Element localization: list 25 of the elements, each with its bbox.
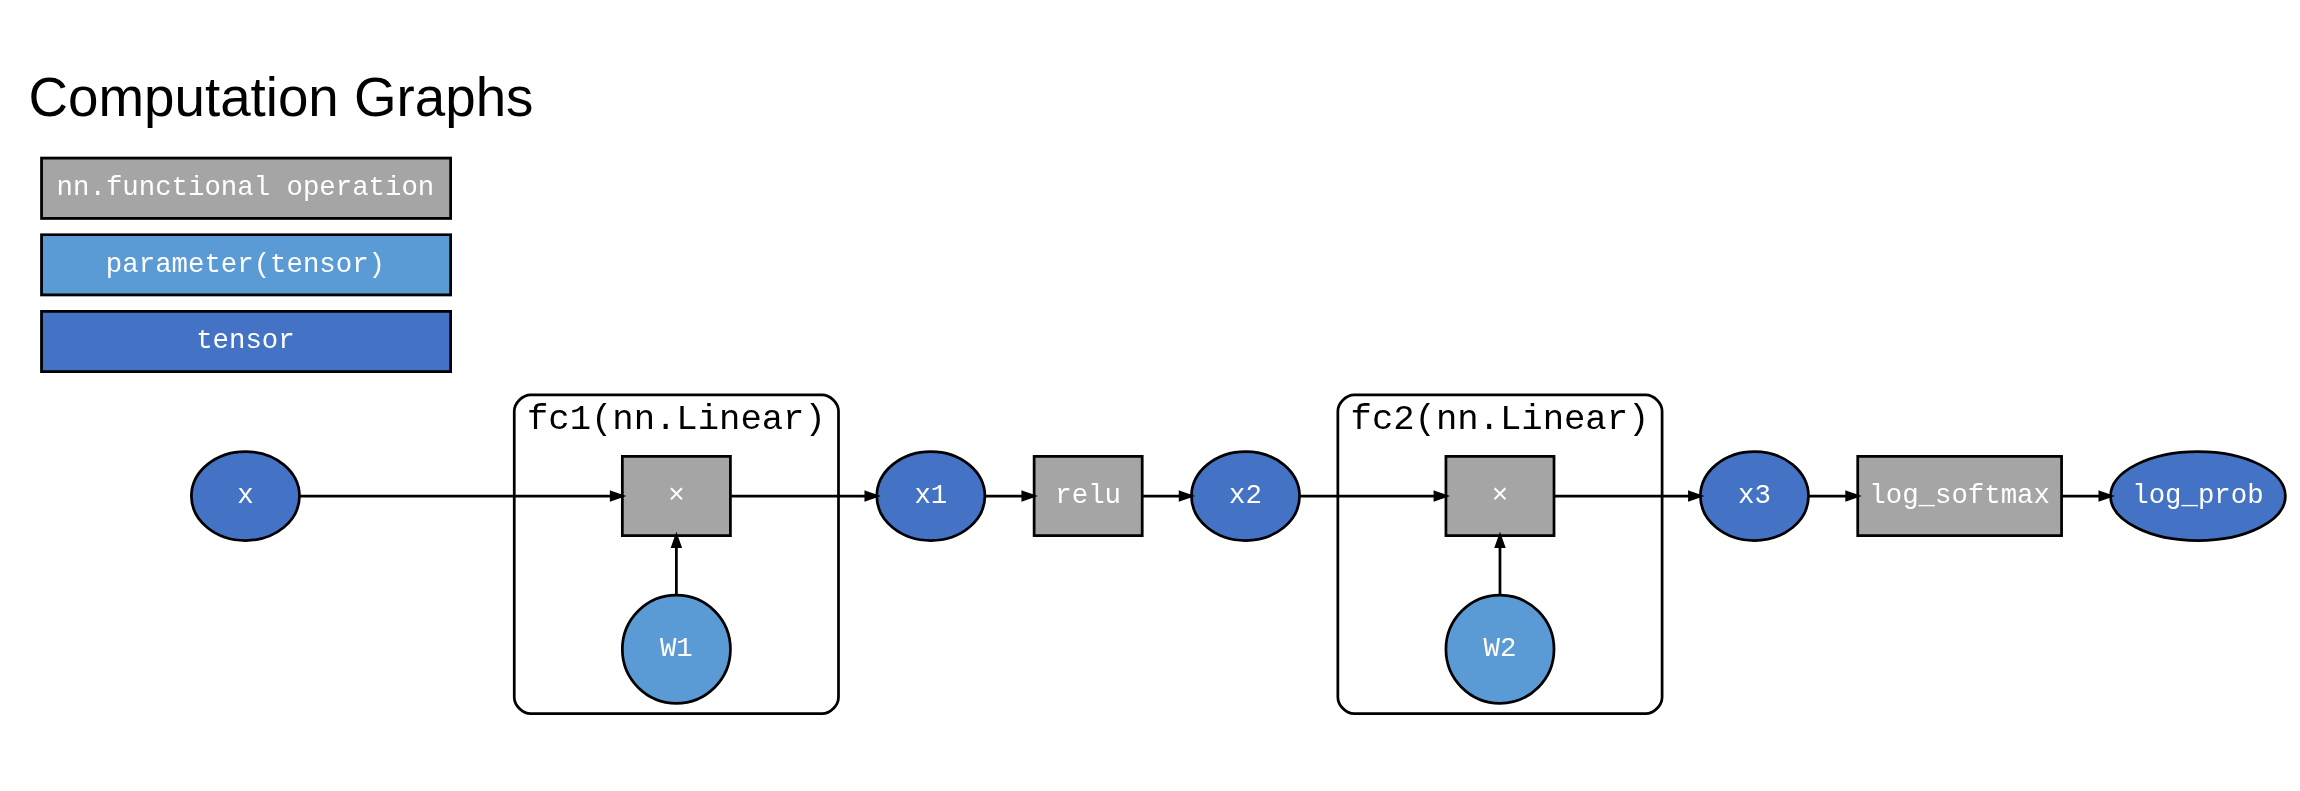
arrow (985, 490, 1038, 502)
node-ellipse: x1 (875, 450, 987, 542)
arrow (670, 531, 683, 595)
arrow (2061, 490, 2115, 502)
node-ellipse: x (190, 450, 301, 542)
node-box: × (1444, 455, 1556, 538)
node-box: × (620, 455, 732, 538)
node-circle: W2 (1444, 593, 1556, 705)
node-box: relu (1032, 455, 1144, 538)
node-ellipse: log_prob (2109, 450, 2287, 542)
arrow (1142, 490, 1196, 502)
arrow (1494, 531, 1506, 595)
legend-label: nn.functional operation (56, 172, 435, 204)
arrow (299, 490, 627, 502)
arrow (1809, 490, 1862, 502)
legend-label: tensor (196, 325, 295, 357)
arrow (730, 490, 881, 502)
node-ellipse: x3 (1699, 450, 1810, 542)
arrow (1554, 490, 1705, 502)
node-circle: W1 (620, 593, 732, 705)
node-box: log_softmax (1856, 455, 2063, 538)
diagram-title: Computation Graphs (28, 65, 534, 128)
arrow (1299, 490, 1451, 502)
legend-label: parameter(tensor) (105, 248, 386, 280)
node-ellipse: x2 (1190, 450, 1301, 542)
